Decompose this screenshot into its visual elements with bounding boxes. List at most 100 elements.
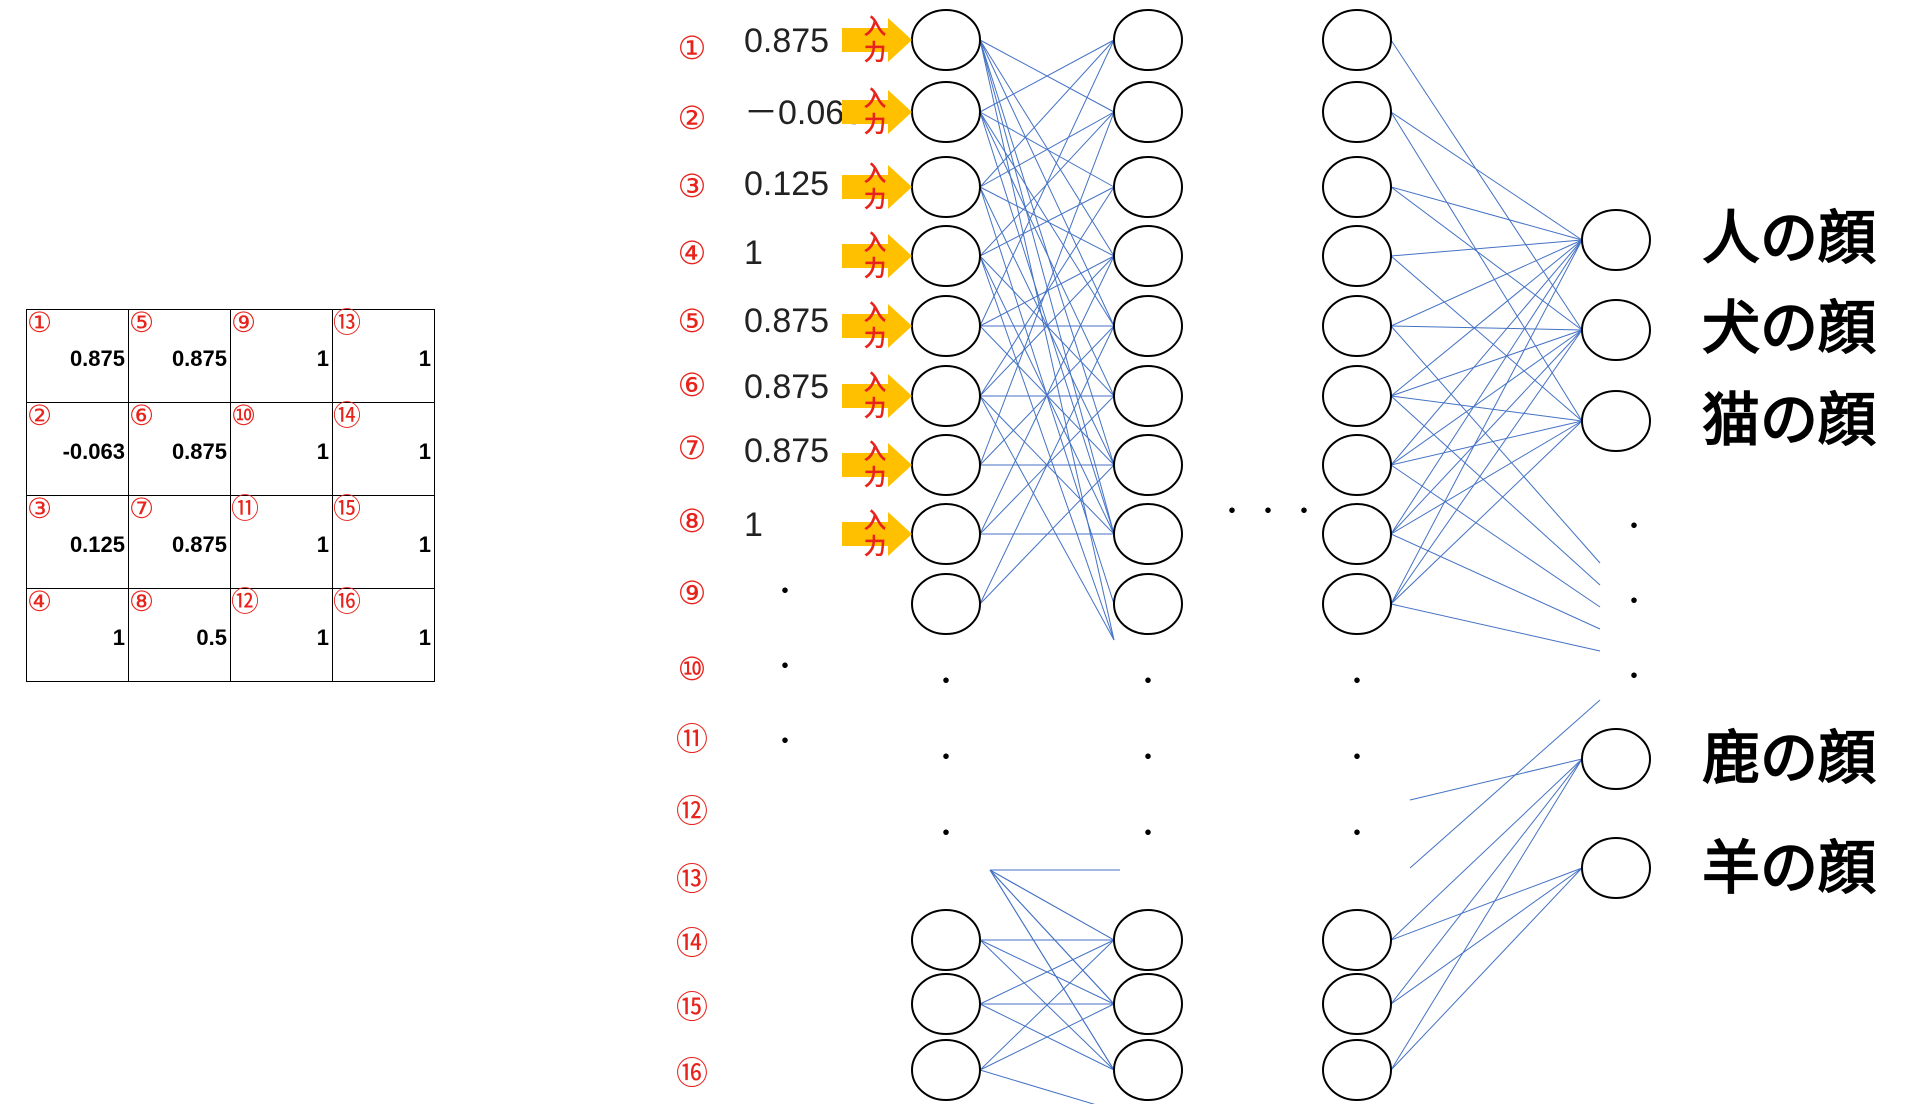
grid-cell-value: 1 <box>418 439 431 464</box>
neuron-node <box>911 1039 981 1101</box>
edge <box>979 111 1115 466</box>
edge <box>1390 867 1583 1005</box>
grid-cell-index: ⑬ <box>333 306 362 339</box>
input-index-label: ④ <box>678 234 707 272</box>
input-value: 1 <box>744 234 763 272</box>
edge <box>979 39 1115 535</box>
input-arrow-label: 入 <box>864 440 886 465</box>
input-index-label: ⑬ <box>676 860 708 898</box>
grid-cell-value: 0.5 <box>196 625 227 650</box>
input-index-label: ⑩ <box>678 650 707 688</box>
input-arrow-label: 入 <box>864 15 886 40</box>
ellipsis-dot: ・ <box>1135 667 1161 697</box>
ellipsis-dot: ・ <box>1621 662 1647 692</box>
neuron-node <box>1322 81 1392 143</box>
edge <box>989 869 1115 1005</box>
edge <box>979 464 1115 605</box>
neuron-node <box>911 156 981 218</box>
neuron-node <box>911 295 981 357</box>
input-index-label: ⑫ <box>676 792 708 830</box>
grid-cell-value: 1 <box>316 625 329 650</box>
neuron-node <box>1322 434 1392 496</box>
edge <box>1390 325 1583 331</box>
edge <box>1390 395 1583 422</box>
neuron-node <box>1322 909 1392 971</box>
grid-cell-value: 1 <box>418 532 431 557</box>
edge <box>979 395 1115 641</box>
input-index-label: ⑪ <box>676 720 708 758</box>
edge <box>1390 603 1601 652</box>
ellipsis-dot: ・ <box>1219 497 1245 527</box>
neuron-node <box>1322 295 1392 357</box>
neuron-node <box>1113 573 1183 635</box>
input-arrow-label: 力 <box>864 466 886 491</box>
input-arrow-label: 力 <box>864 397 886 422</box>
grid-cell-value: 1 <box>112 625 125 650</box>
input-arrow <box>842 512 912 556</box>
ellipsis-dot: ・ <box>933 819 959 849</box>
neuron-node <box>1322 1039 1392 1101</box>
network-edges <box>979 39 1601 1104</box>
grid-cell-index: ⑯ <box>333 585 362 618</box>
input-arrow-label: 入 <box>864 301 886 326</box>
edge <box>979 1003 1115 1071</box>
edge <box>1390 239 1583 397</box>
grid-cell-value: 0.875 <box>171 346 227 371</box>
edge <box>979 39 1115 327</box>
input-value: 1 <box>744 506 763 544</box>
input-arrow-label: 入 <box>864 87 886 112</box>
ellipsis-dot: ・ <box>1291 497 1317 527</box>
neuron-node <box>911 434 981 496</box>
edge <box>979 39 1115 188</box>
neuron-node <box>911 973 981 1035</box>
neuron-node <box>1322 9 1392 71</box>
input-value: 0.875 <box>744 432 829 470</box>
input-index-label: ② <box>678 99 707 137</box>
edge <box>979 186 1115 397</box>
edge <box>979 39 1115 257</box>
ellipsis-dot: ・ <box>1255 497 1281 527</box>
neuron-node <box>1322 365 1392 427</box>
ellipsis-dot: ・ <box>772 652 798 682</box>
edge <box>979 111 1115 327</box>
input-arrow <box>842 165 912 209</box>
neuron-node <box>911 365 981 427</box>
edge <box>1390 420 1583 605</box>
grid-cell-value: 0.875 <box>171 439 227 464</box>
edge <box>979 939 1115 1005</box>
input-arrow-label: 力 <box>864 257 886 282</box>
ellipsis-dot: ・ <box>1344 667 1370 697</box>
neuron-node <box>1113 225 1183 287</box>
edge <box>1390 186 1583 331</box>
grid-cell-value: 1 <box>418 346 431 371</box>
grid-cell-index: ⑪ <box>231 492 260 525</box>
edge <box>1390 255 1583 422</box>
input-arrow-label: 力 <box>864 535 886 560</box>
edge <box>1390 239 1583 466</box>
ellipsis-dot: ・ <box>772 577 798 607</box>
input-arrow-label: 力 <box>864 188 886 213</box>
neuron-node <box>911 909 981 971</box>
input-arrow <box>842 234 912 278</box>
output-label: 羊の顔 <box>1702 834 1877 902</box>
input-arrow-label: 入 <box>864 371 886 396</box>
network-nodes <box>911 9 1651 1101</box>
neuron-node <box>1322 225 1392 287</box>
neuron-node <box>1113 503 1183 565</box>
input-index-label: ⑧ <box>678 502 707 540</box>
edge <box>1390 239 1583 327</box>
grid-cell-value: 1 <box>316 346 329 371</box>
ellipsis-dot: ・ <box>933 667 959 697</box>
input-index-label: ⑨ <box>678 574 707 612</box>
grid-cell-index: ⑭ <box>333 399 362 432</box>
edge <box>989 869 1115 1071</box>
neuron-node <box>911 573 981 635</box>
input-arrow <box>842 304 912 348</box>
